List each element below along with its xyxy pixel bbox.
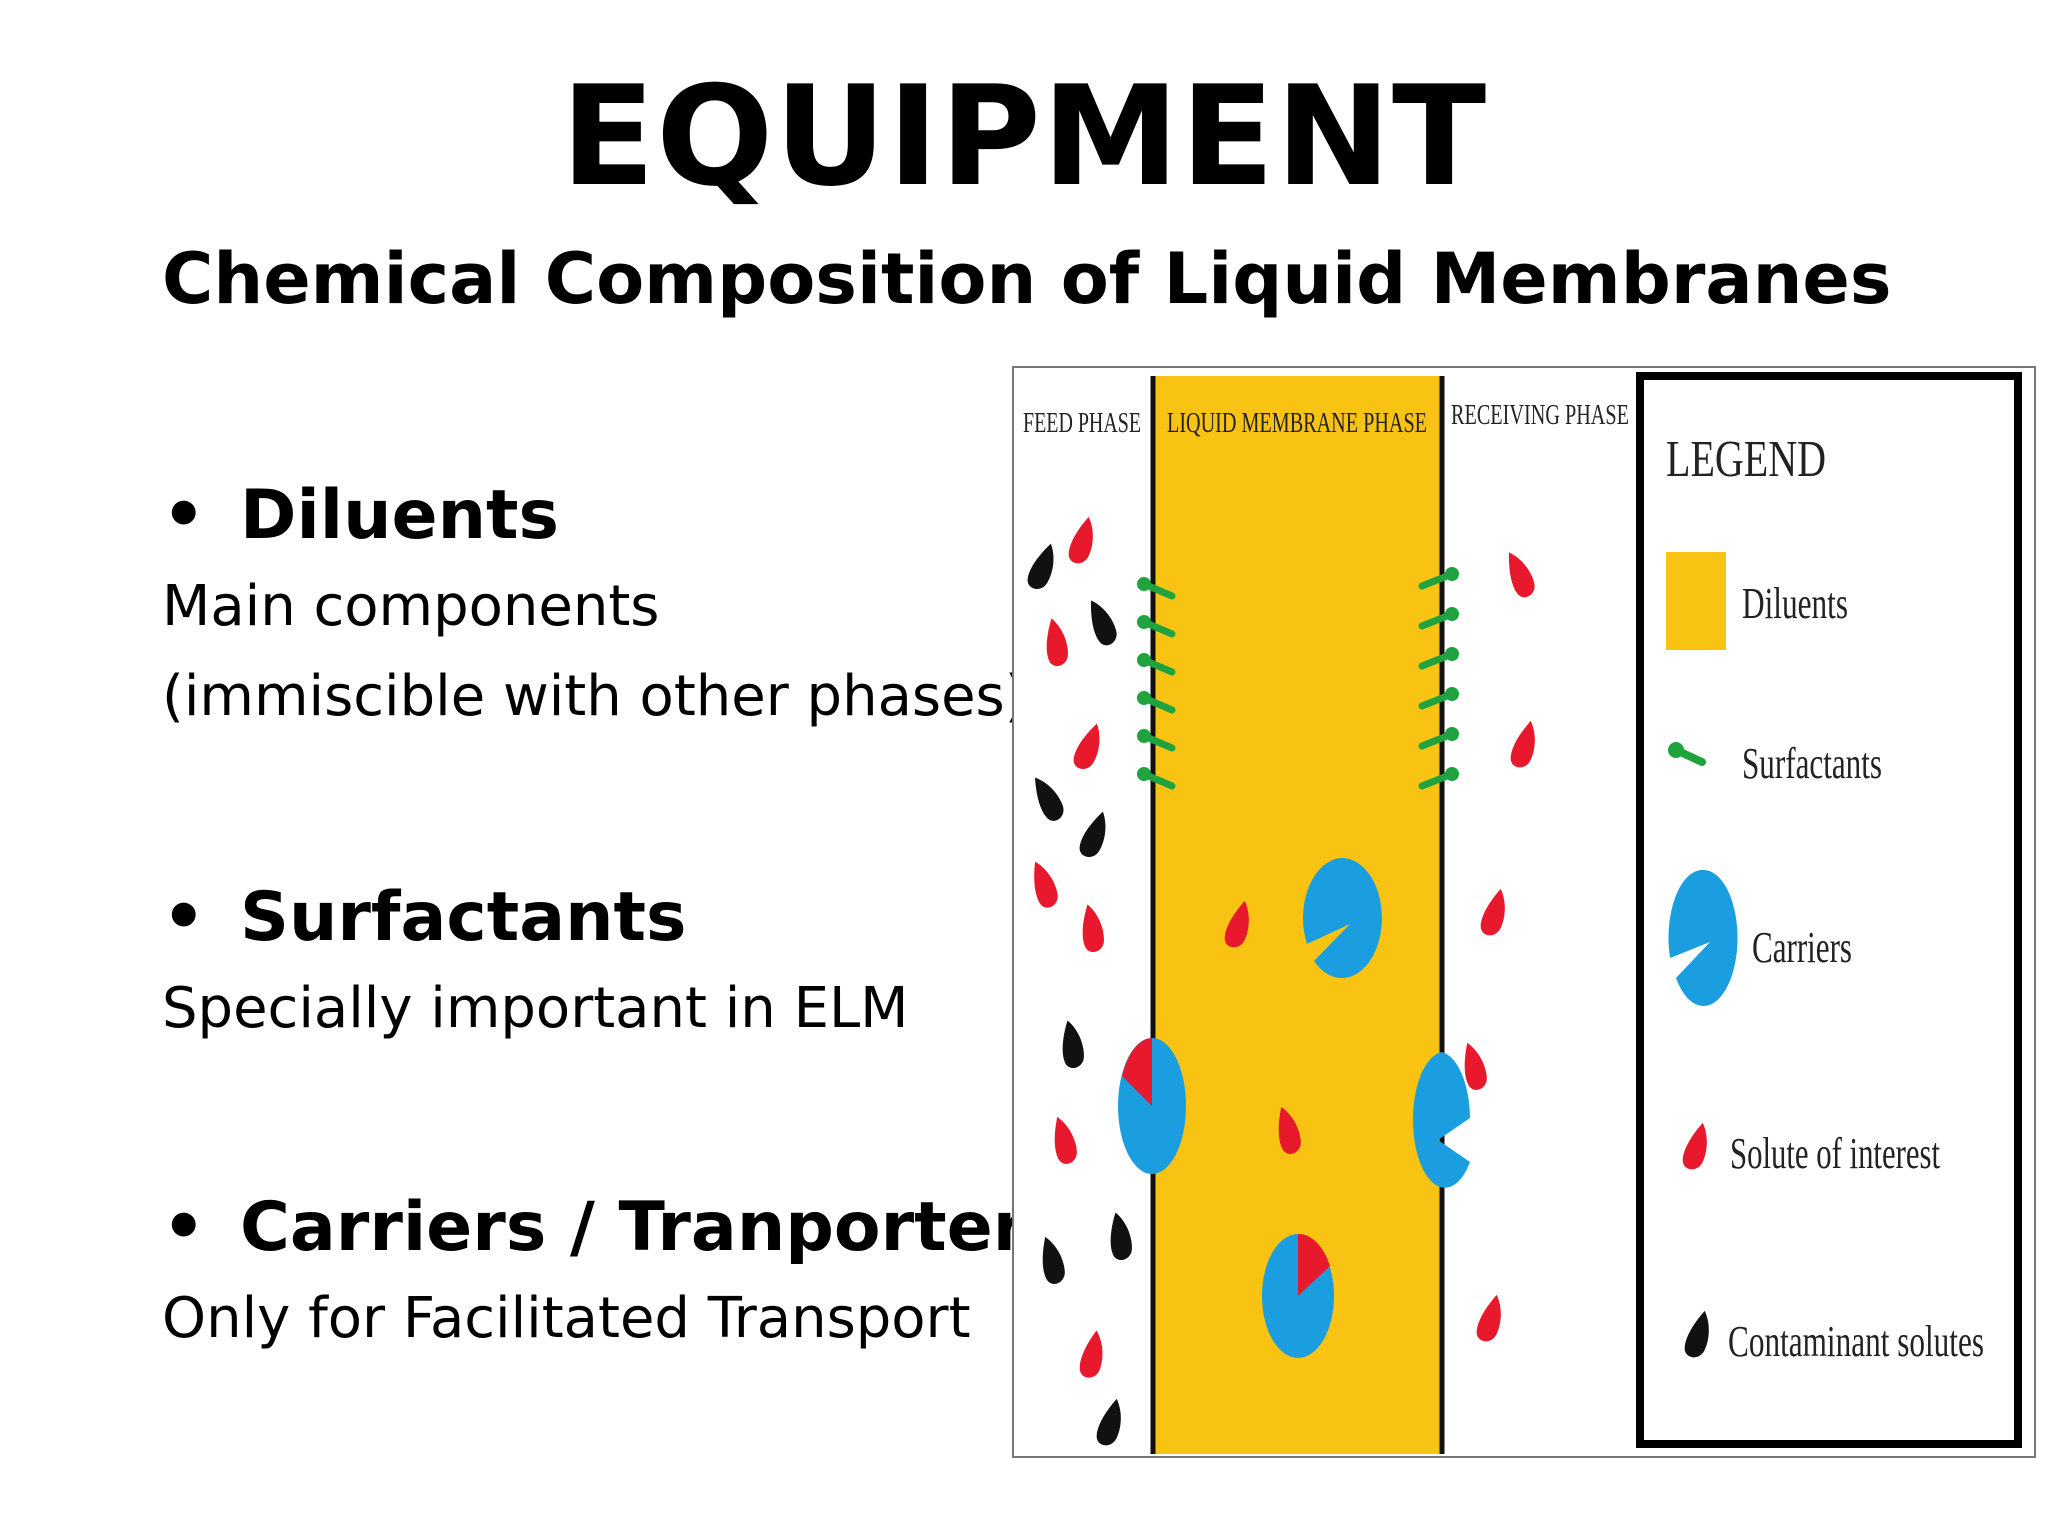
carrier-loaded <box>1262 1233 1334 1358</box>
receiving-phase-label: RECEIVING PHASE <box>1451 399 1629 431</box>
legend: LEGEND Diluents Surfactants Carriers Sol… <box>1636 372 2022 1448</box>
surfactant-molecule <box>1137 729 1176 752</box>
carriers <box>1118 858 1470 1358</box>
surfactant-molecule <box>1418 767 1459 790</box>
bullet-surfactants: •Surfactants Specially important in ELM <box>162 884 908 1054</box>
bullet-carriers: •Carriers / Tranporters Only for Facilit… <box>162 1194 1067 1364</box>
diluents-swatch <box>1666 552 1726 650</box>
surfactants-left <box>1137 577 1176 790</box>
legend-label: Contaminant solutes <box>1728 1317 1984 1366</box>
surfactant-molecule <box>1418 647 1459 670</box>
slide-title: EQUIPMENT <box>560 56 1488 217</box>
feed-phase-label: FEED PHASE <box>1023 407 1141 439</box>
legend-label: Carriers <box>1752 923 1852 972</box>
bullet-text: Main components <box>162 574 660 639</box>
legend-label: Surfactants <box>1742 739 1882 788</box>
bullet-marker: • <box>162 1188 206 1267</box>
surfactant-molecule <box>1137 577 1176 600</box>
membrane-phase-label: LIQUID MEMBRANE PHASE <box>1167 407 1427 439</box>
slide-subtitle: Chemical Composition of Liquid Membranes <box>162 238 1892 320</box>
surfactants-right <box>1418 567 1459 790</box>
surfactant-molecule <box>1137 691 1176 714</box>
carrier-loaded <box>1118 1038 1186 1174</box>
carrier-empty <box>1412 1052 1470 1188</box>
legend-label: Solute of interest <box>1730 1129 1940 1178</box>
bullet-text: Specially important in ELM <box>162 976 909 1041</box>
legend-item-surfactants: Surfactants <box>1668 739 1882 788</box>
bullet-marker: • <box>162 878 206 957</box>
bullet-marker: • <box>162 476 206 555</box>
legend-label: Diluents <box>1742 579 1848 628</box>
carrier-swatch <box>1668 869 1738 1006</box>
bullet-diluents: •Diluents Main components (immiscible wi… <box>162 482 1027 742</box>
bullet-heading-diluents: Diluents <box>240 476 559 555</box>
bullet-heading-surfactants: Surfactants <box>240 878 687 957</box>
surfactant-molecule <box>1137 615 1176 638</box>
surfactant-molecule <box>1137 767 1176 790</box>
legend-item-carriers <box>1668 869 1738 1006</box>
surfactant-swatch-head <box>1668 742 1684 758</box>
legend-item-diluents: Diluents <box>1666 552 1848 650</box>
carrier-empty <box>1303 858 1382 978</box>
bullet-text: Only for Facilitated Transport <box>162 1286 971 1351</box>
legend-title: LEGEND <box>1666 431 1826 488</box>
surfactant-molecule <box>1418 687 1459 710</box>
liquid-membrane-diagram: FEED PHASE LIQUID MEMBRANE PHASE RECEIVI… <box>1012 366 2036 1458</box>
bullet-text: (immiscible with other phases) <box>162 664 1027 729</box>
surfactant-molecule <box>1418 727 1459 750</box>
surfactant-molecule <box>1137 653 1176 676</box>
bullet-heading-carriers: Carriers / Tranporters <box>240 1188 1067 1267</box>
surfactant-molecule <box>1418 607 1459 630</box>
surfactant-molecule <box>1418 567 1459 590</box>
